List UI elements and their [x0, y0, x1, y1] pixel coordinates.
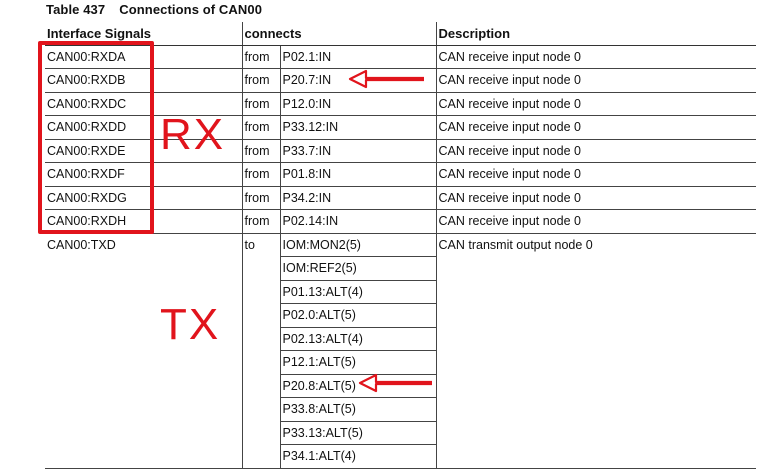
direction-cell: from [241, 115, 280, 140]
table-row: CAN00:RXDB from P20.7:IN CAN receive inp… [45, 68, 756, 93]
table-row: CAN00:RXDD from P33.12:IN CAN receive in… [45, 115, 756, 140]
table-title: Table 437 Connections of CAN00 [46, 2, 262, 17]
signal-cell: CAN00:RXDC [45, 92, 242, 116]
signal-cell: CAN00:TXD [47, 238, 116, 252]
description-cell: CAN receive input node 0 [435, 92, 756, 116]
description-cell: CAN receive input node 0 [435, 162, 756, 187]
direction-cell: from [241, 139, 280, 163]
connections-table: Interface Signals connects Description C… [45, 22, 756, 469]
port-cell: P20.8:ALT(5) [279, 374, 436, 398]
tx-annotation-label: TX [160, 300, 221, 349]
table-row: CAN00:RXDA from P02.1:IN CAN receive inp… [45, 45, 756, 69]
description-cell: CAN transmit output node 0 [435, 233, 756, 257]
signal-cell: CAN00:RXDA [45, 45, 242, 69]
port-cell: P33.8:ALT(5) [279, 397, 436, 422]
table-row: P34.1:ALT(4) [45, 444, 756, 469]
table-row: CAN00:RXDC from P12.0:IN CAN receive inp… [45, 92, 756, 116]
port-cell: P02.14:IN [279, 209, 436, 234]
port-cell: P12.1:ALT(5) [279, 350, 436, 375]
port-cell: P33.12:IN [279, 115, 436, 140]
left-arrow-icon [348, 69, 424, 89]
description-cell: CAN receive input node 0 [435, 68, 756, 93]
header-connects: connects [241, 22, 436, 46]
left-arrow-icon [358, 373, 432, 393]
description-cell: CAN receive input node 0 [435, 139, 756, 163]
description-cell: CAN receive input node 0 [435, 45, 756, 69]
table-row: P02.0:ALT(5) [45, 303, 756, 328]
signal-cell: CAN00:RXDE [45, 139, 242, 163]
direction-cell: from [241, 68, 280, 93]
table-number: Table 437 [46, 2, 106, 17]
table-row: P33.8:ALT(5) [45, 397, 756, 422]
description-cell: CAN receive input node 0 [435, 186, 756, 210]
table-row: CAN00:TXD to IOM:MON2(5) CAN transmit ou… [45, 233, 756, 257]
table-row: CAN00:RXDE from P33.7:IN CAN receive inp… [45, 139, 756, 163]
description-cell: CAN receive input node 0 [435, 209, 756, 234]
direction-cell: from [241, 45, 280, 69]
signal-cell: CAN00:RXDD [45, 115, 242, 140]
table-row: P33.13:ALT(5) [45, 421, 756, 445]
table-row: CAN00:RXDG from P34.2:IN CAN receive inp… [45, 186, 756, 210]
table-row: P20.8:ALT(5) [45, 374, 756, 398]
port-cell: P01.8:IN [279, 162, 436, 187]
port-cell: P33.7:IN [279, 139, 436, 163]
port-cell: P01.13:ALT(4) [279, 280, 436, 304]
table-caption: Connections of CAN00 [119, 2, 263, 17]
port-cell: P33.13:ALT(5) [279, 421, 436, 445]
signal-cell: CAN00:RXDG [45, 186, 242, 210]
port-cell: P02.13:ALT(4) [279, 327, 436, 351]
direction-cell: from [241, 186, 280, 210]
direction-cell: from [241, 209, 280, 234]
direction-cell: from [241, 92, 280, 116]
port-cell: P34.2:IN [279, 186, 436, 210]
port-cell: P02.1:IN [279, 45, 436, 69]
table-row: CAN00:RXDH from P02.14:IN CAN receive in… [45, 209, 756, 234]
rx-highlight-box [38, 41, 154, 234]
table-row: P02.13:ALT(4) [45, 327, 756, 351]
header-description: Description [435, 22, 756, 46]
port-cell: IOM:REF2(5) [279, 256, 436, 281]
table-row: P12.1:ALT(5) [45, 350, 756, 375]
direction-cell: from [241, 162, 280, 187]
port-cell: IOM:MON2(5) [279, 233, 436, 257]
port-cell: P02.0:ALT(5) [279, 303, 436, 328]
signal-cell: CAN00:RXDB [45, 68, 242, 93]
direction-cell: to [241, 233, 280, 257]
rx-annotation-label: RX [160, 110, 226, 159]
table-row: P01.13:ALT(4) [45, 280, 756, 304]
port-cell: P20.7:IN [279, 68, 436, 93]
header-interface-signals: Interface Signals [45, 22, 242, 46]
table-row: CAN00:RXDF from P01.8:IN CAN receive inp… [45, 162, 756, 187]
table-row: IOM:REF2(5) [45, 256, 756, 281]
description-cell: CAN receive input node 0 [435, 115, 756, 140]
signal-cell: CAN00:RXDF [45, 162, 242, 187]
port-cell: P12.0:IN [279, 92, 436, 116]
port-cell: P34.1:ALT(4) [279, 444, 436, 469]
